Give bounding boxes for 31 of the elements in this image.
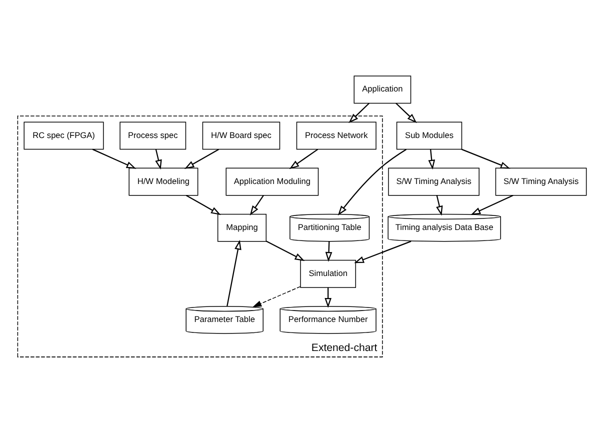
node-box: S/W Timing Analysis — [495, 168, 587, 196]
arrow — [338, 148, 407, 216]
node-box: Application Moduling — [226, 168, 319, 196]
arrow — [354, 240, 412, 264]
arrow — [184, 148, 220, 169]
node-box: Process Network — [296, 122, 376, 150]
node-box: Simulation — [300, 260, 356, 288]
arrow — [461, 148, 510, 169]
arrow — [428, 149, 436, 170]
node-box: H/W Board spec — [202, 122, 280, 150]
node-box: Mapping — [217, 214, 267, 242]
node-box: S/W Timing Analysis — [388, 168, 480, 196]
node-box: Sub Modules — [396, 122, 462, 150]
arrow — [250, 195, 264, 216]
arrow — [348, 102, 370, 124]
node-box: Process spec — [120, 122, 186, 150]
arrow — [436, 195, 443, 216]
arrow — [92, 148, 136, 169]
arrow — [186, 194, 221, 216]
arrow — [325, 241, 332, 262]
node-box: H/W Modeling — [128, 168, 198, 196]
arrow — [289, 148, 318, 170]
arrow — [266, 240, 305, 261]
arrow — [470, 194, 514, 215]
arrow — [226, 240, 242, 306]
arrow — [396, 102, 417, 124]
node-box: Application — [354, 76, 412, 104]
arrow — [324, 288, 332, 308]
node-box: RC spec (FPGA) — [24, 122, 104, 150]
arrow — [155, 149, 162, 170]
arrow — [252, 286, 301, 308]
